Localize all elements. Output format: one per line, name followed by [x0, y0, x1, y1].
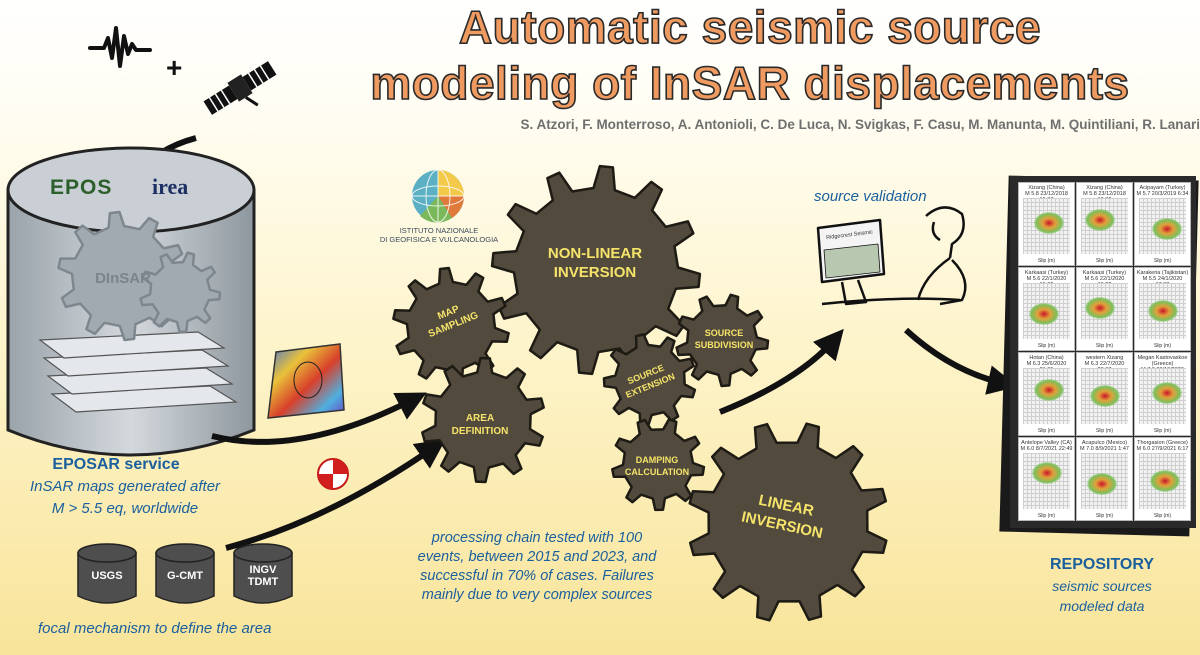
- ingv-caption: ISTITUTO NAZIONALE DI GEOFISICA E VULCAN…: [374, 226, 504, 244]
- slip-model-plot: [1023, 368, 1070, 424]
- slip-model-panel: Xizang (China) M 5.8 23/12/2018 19:32Sli…: [1076, 182, 1133, 266]
- slip-model-plot: [1139, 368, 1186, 424]
- processing-note-line-4: mainly due to very complex sources: [421, 587, 653, 603]
- gear-damping: [611, 418, 706, 512]
- interferogram-icon: [267, 343, 345, 419]
- title-line-1: Automatic seismic source: [458, 1, 1042, 53]
- slip-model-panel: Xizang (China) M 5.8 23/12/2018 19:37Sli…: [1018, 182, 1075, 266]
- slip-model-axis-label: Slip (m): [1095, 258, 1114, 264]
- focal-mechanism-icon: [317, 458, 349, 490]
- catalog-ingv-tdmt: INGV TDMT: [247, 564, 279, 588]
- slip-model-plot: [1081, 283, 1128, 339]
- repository-line-1: seismic sources: [1052, 578, 1152, 594]
- gear-label-damping: DAMPING CALCULATION: [624, 455, 690, 477]
- slip-distribution-blob: [1033, 212, 1064, 235]
- slip-distribution-blob: [1147, 300, 1178, 322]
- arrow-validation-to-repository: [903, 327, 1018, 395]
- slip-model-panel: Karkaasi (Turkey) M 5.6 22/1/2020 19:22S…: [1076, 267, 1133, 351]
- eposar-database: [6, 146, 256, 457]
- gear-label-area-definition: AREA DEFINITION: [451, 413, 509, 437]
- eposar-line-1: InSAR maps generated after: [29, 478, 221, 495]
- slip-model-axis-label: Slip (m): [1037, 428, 1056, 434]
- eposar-title: EPOSAR service: [52, 456, 180, 473]
- repository-line-2: modeled data: [1059, 598, 1145, 614]
- slip-model-axis-label: Slip (m): [1153, 513, 1172, 519]
- processing-note-line-1: processing chain tested with 100: [431, 530, 643, 546]
- gear-linear: [688, 422, 888, 622]
- eposar-line-2: M > 5.5 eq, worldwide: [51, 500, 199, 517]
- slip-distribution-blob: [1089, 385, 1120, 407]
- authors: S. Atzori, F. Monterroso, A. Antonioli, …: [520, 117, 1200, 132]
- slip-model-axis-label: Slip (m): [1037, 258, 1056, 264]
- slip-model-panel-title: Antelope Valley (CA) M 6.0 8/7/2021 22:4…: [1020, 440, 1073, 452]
- ingv-line-1: ISTITUTO NAZIONALE: [399, 226, 479, 235]
- arrow-catalogs-to-chain: [225, 439, 446, 551]
- slip-distribution-blob: [1084, 297, 1115, 320]
- analyst-at-computer-icon: [816, 206, 967, 306]
- processing-note: processing chain tested with 100 events,…: [392, 529, 682, 605]
- focal-caption: focal mechanism to define the area: [38, 620, 272, 637]
- slip-model-panel: Hotan (China) M 6.3 25/6/2020 21:05Slip …: [1018, 352, 1075, 436]
- slip-model-panel-title: Acipayam (Turkey) M 5.7 20/3/2019 6:34: [1136, 185, 1189, 197]
- gear-label-nonlinear: NON-LINEAR INVERSION: [547, 245, 643, 281]
- slip-model-plot: [1139, 198, 1186, 254]
- ingv-line-2: DI GEOFISICA E VULCANOLOGIA: [379, 235, 499, 244]
- slip-model-axis-label: Slip (m): [1037, 513, 1056, 519]
- slip-distribution-blob: [1152, 382, 1183, 405]
- irea-logo: irea: [152, 174, 189, 199]
- slip-model-panel: Antelope Valley (CA) M 6.0 8/7/2021 22:4…: [1018, 437, 1075, 521]
- repository-title: REPOSITORY: [1049, 556, 1155, 573]
- slip-model-panel: Megan Kastovaskoe (Greece) M 7.0 30/10/2…: [1134, 352, 1191, 436]
- processing-note-line-3: successful in 70% of cases. Failures: [420, 568, 654, 584]
- satellite-icon: [203, 61, 277, 115]
- slip-distribution-blob: [1084, 209, 1115, 232]
- slip-model-plot: [1139, 453, 1186, 509]
- slip-model-plot: [1023, 453, 1070, 509]
- arrow-chain-to-validation: [718, 328, 844, 415]
- slip-model-axis-label: Slip (m): [1095, 428, 1114, 434]
- slip-distribution-blob: [1152, 217, 1183, 240]
- epos-logo: EPOS: [50, 176, 113, 199]
- slip-distribution-blob: [1029, 302, 1060, 325]
- catalog-usgs: USGS: [91, 570, 123, 582]
- slip-model-panel-title: Acapulco (Mexico) M 7.0 8/9/2021 1:47: [1080, 440, 1129, 452]
- slip-distribution-blob: [1033, 379, 1064, 402]
- repository-panels: Xizang (China) M 5.8 23/12/2018 19:37Sli…: [1018, 182, 1191, 522]
- plus-sign: +: [166, 52, 183, 83]
- arrow-eposar-to-chain: [211, 392, 427, 445]
- slip-model-plot: [1023, 198, 1070, 254]
- gear-area-definition: [421, 356, 545, 484]
- gear-source-subdivision: [675, 293, 770, 388]
- catalog-cylinders: [77, 543, 293, 604]
- slip-distribution-blob: [1149, 470, 1180, 492]
- catalog-gcmt: G-CMT: [166, 570, 204, 582]
- slip-model-plot: [1081, 368, 1128, 424]
- gear-label-source-subdivision: SOURCE SUBDIVISION: [694, 328, 754, 350]
- slip-model-panel: Karkaasi (Turkey) M 5.6 22/1/2020 19:22S…: [1018, 267, 1075, 351]
- slip-model-plot: [1139, 283, 1186, 339]
- source-validation-label: source validation: [814, 188, 927, 205]
- slip-model-panel: western Xizang M 6.3 22/7/2020 20:07Slip…: [1076, 352, 1133, 436]
- slip-model-axis-label: Slip (m): [1153, 343, 1172, 349]
- slip-model-axis-label: Slip (m): [1037, 343, 1056, 349]
- slip-model-plot: [1023, 283, 1070, 339]
- slip-model-plot: [1081, 453, 1128, 509]
- slip-model-plot: [1081, 198, 1128, 254]
- slip-model-panel: Thorgasion (Greece) M 6.0 27/9/2021 6:17…: [1134, 437, 1191, 521]
- slip-distribution-blob: [1087, 472, 1118, 495]
- slip-model-axis-label: Slip (m): [1153, 258, 1172, 264]
- dinsar-gear-label: DInSAR: [95, 270, 151, 287]
- slip-model-axis-label: Slip (m): [1095, 343, 1114, 349]
- processing-note-line-2: events, between 2015 and 2023, and: [417, 549, 657, 565]
- slip-model-panel: Karakeria (Tajikistan) M 5.5 24/1/2020 1…: [1134, 267, 1191, 351]
- seismogram-icon: [88, 26, 152, 68]
- slip-distribution-blob: [1031, 461, 1062, 484]
- slip-model-axis-label: Slip (m): [1153, 428, 1172, 434]
- title-line-2: modeling of InSAR displacements: [370, 57, 1130, 109]
- slip-model-panel-title: Thorgasion (Greece) M 6.0 27/9/2021 6:17: [1136, 440, 1189, 452]
- ingv-globe-icon: [411, 169, 465, 223]
- slip-model-axis-label: Slip (m): [1095, 513, 1114, 519]
